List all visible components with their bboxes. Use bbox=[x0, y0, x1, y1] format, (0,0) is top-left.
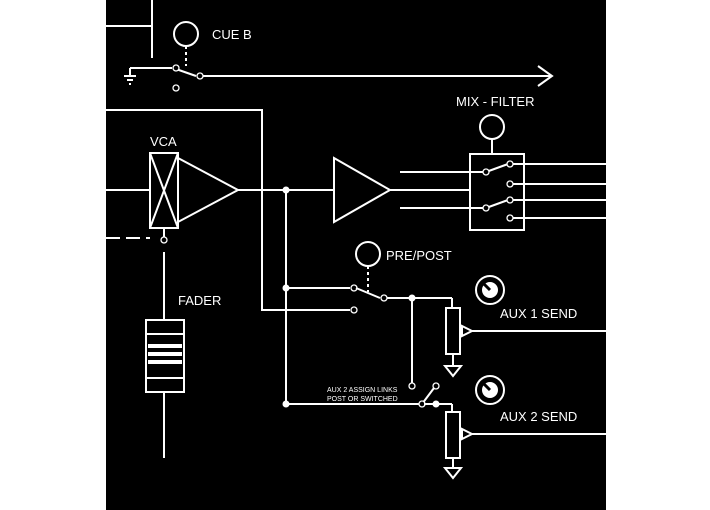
vca-triangle bbox=[177, 156, 241, 224]
buffer-amp-triangle bbox=[333, 156, 393, 224]
aux-1-send-label: AUX 1 SEND bbox=[500, 306, 577, 321]
aux-2-note-line1: AUX 2 ASSIGN LINKS bbox=[327, 387, 398, 394]
cue-b-label: CUE B bbox=[212, 27, 252, 42]
fader-section: FADER bbox=[145, 252, 221, 458]
mix-filter-label: MIX - FILTER bbox=[456, 94, 534, 109]
vca-section: VCA bbox=[106, 134, 241, 244]
aux-1-section: AUX 1 SEND bbox=[442, 275, 606, 378]
aux-2-note-line2: POST OR SWITCHED bbox=[327, 396, 398, 403]
mix-filter-section: MIX - FILTER bbox=[333, 94, 606, 231]
aux-2-knob[interactable] bbox=[475, 375, 505, 405]
aux-1-knob[interactable] bbox=[475, 275, 505, 305]
pre-post-label: PRE/POST bbox=[386, 248, 452, 263]
mix-filter-switch-block bbox=[469, 153, 525, 231]
pre-post-section: PRE/POST bbox=[350, 241, 452, 390]
aux-2-send-label: AUX 2 SEND bbox=[500, 409, 577, 424]
cue-b-section: CUE B bbox=[106, 0, 554, 92]
aux-2-section: AUX 2 ASSIGN LINKS POST OR SWITCHED AUX … bbox=[327, 375, 606, 480]
vca-label: VCA bbox=[150, 134, 177, 149]
signal-bus bbox=[106, 109, 422, 408]
cue-b-output-arrow bbox=[537, 65, 554, 87]
fader-label: FADER bbox=[178, 293, 221, 308]
